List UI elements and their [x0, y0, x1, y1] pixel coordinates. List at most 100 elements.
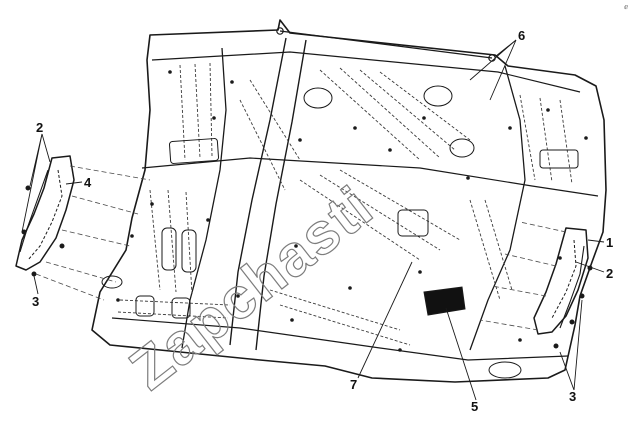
fastener: [168, 70, 172, 74]
leader-1: [587, 239, 605, 243]
fastener: [546, 108, 550, 112]
left-bracket-bolt: [59, 243, 65, 249]
left-bracket-flange: [19, 169, 49, 253]
floor-left-rail: [181, 47, 227, 349]
leader-3-right: [559, 299, 583, 391]
detail-rib-3: [209, 62, 213, 157]
detail-rib-19: [119, 299, 231, 306]
guide-left-4: [45, 261, 117, 283]
detail-rib-10: [379, 71, 471, 141]
fastener: [508, 126, 512, 130]
fastener: [353, 126, 357, 130]
pocket-1: [168, 138, 220, 164]
fastener: [518, 338, 522, 342]
fastener: [422, 116, 426, 120]
detail-rib-1: [179, 64, 186, 161]
brace-rod-line: [279, 30, 493, 59]
guide-left-1: [69, 165, 151, 181]
detail-rib-23: [249, 79, 301, 161]
detail-rib-9: [359, 69, 456, 151]
callout-3-right: 3: [569, 389, 576, 404]
fastener: [236, 294, 240, 298]
floor-tunnel-right-edge: [255, 39, 307, 351]
detail-rib-18: [279, 304, 411, 346]
pocket-3: [181, 229, 197, 273]
leader-2-right: [575, 261, 605, 273]
leader-7: [357, 261, 413, 379]
right-bracket-bolt: [569, 319, 575, 325]
left-bracket-assembly: [15, 155, 75, 277]
fastener: [466, 176, 470, 180]
leader-4: [65, 181, 83, 185]
callout-2-right: 2: [606, 266, 613, 281]
detail-rib-17: [269, 289, 401, 331]
fastener: [558, 256, 562, 260]
detail-rib-20: [117, 311, 229, 319]
corner-mark: ⅇ: [624, 4, 628, 11]
fastener: [290, 318, 294, 322]
guide-left-3: [61, 229, 131, 247]
pocket-10: [449, 138, 475, 158]
detail-rib-15: [167, 189, 177, 293]
fastener: [130, 234, 134, 238]
pocket-9: [423, 85, 453, 107]
leader-3-left: [33, 275, 39, 295]
callout-5: 5: [471, 399, 478, 414]
floor-tunnel-left-edge: [229, 37, 287, 346]
detail-rib-6: [559, 99, 573, 185]
callout-7: 7: [350, 377, 357, 392]
detail-rib-4: [519, 94, 536, 181]
callout-1: 1: [606, 235, 613, 250]
pocket-11: [488, 361, 522, 379]
right-bracket-inner: [551, 239, 577, 319]
callout-labels: 2 4 3 6 1 2 3 7 5: [32, 28, 613, 414]
pocket-5: [171, 297, 191, 319]
guide-right-2: [504, 253, 557, 267]
fastener: [298, 138, 302, 142]
right-bracket-bolt: [579, 293, 585, 299]
fastener: [212, 116, 216, 120]
leader-lines: [21, 39, 605, 401]
left-bracket-inner: [27, 169, 63, 261]
leader-5: [445, 307, 477, 401]
right-bracket-bolt: [553, 343, 559, 349]
guide-right-3: [491, 285, 547, 297]
callout-6: 6: [518, 28, 525, 43]
callout-3-left: 3: [32, 294, 39, 309]
fastener: [388, 148, 392, 152]
pad-shape: [423, 286, 466, 316]
pocket-7: [397, 209, 429, 237]
detail-rib-11: [299, 179, 421, 261]
part-5-pad: [423, 286, 466, 316]
fastener: [116, 298, 120, 302]
pocket-6: [539, 149, 579, 169]
leader-6: [469, 39, 517, 101]
guide-right-4: [479, 319, 539, 331]
left-bracket-bolt: [31, 271, 37, 277]
left-bracket-outer: [15, 155, 75, 271]
detail-rib-13: [339, 169, 461, 241]
fastener: [206, 218, 210, 222]
detail-rib-7: [319, 69, 421, 161]
floor-pockets: [101, 85, 579, 379]
right-bracket-flange: [559, 245, 585, 329]
fastener: [294, 244, 298, 248]
floor-rear-rail: [111, 317, 569, 361]
fastener: [398, 348, 402, 352]
detail-rib-8: [339, 67, 441, 159]
rear-floor-panel: [91, 19, 607, 383]
leader-2-left: [21, 133, 51, 233]
guide-right-1: [519, 221, 567, 233]
floor-right-rail: [469, 65, 526, 351]
fastener: [418, 270, 422, 274]
fastener: [230, 80, 234, 84]
pocket-8: [303, 87, 333, 109]
watermark: Zapchasti: [117, 173, 386, 403]
detail-rib-14: [149, 189, 161, 291]
detail-rib-5: [539, 97, 553, 183]
callout-4: 4: [84, 175, 92, 190]
detail-rib-2: [194, 63, 201, 159]
explode-guide-lines: [35, 165, 567, 331]
